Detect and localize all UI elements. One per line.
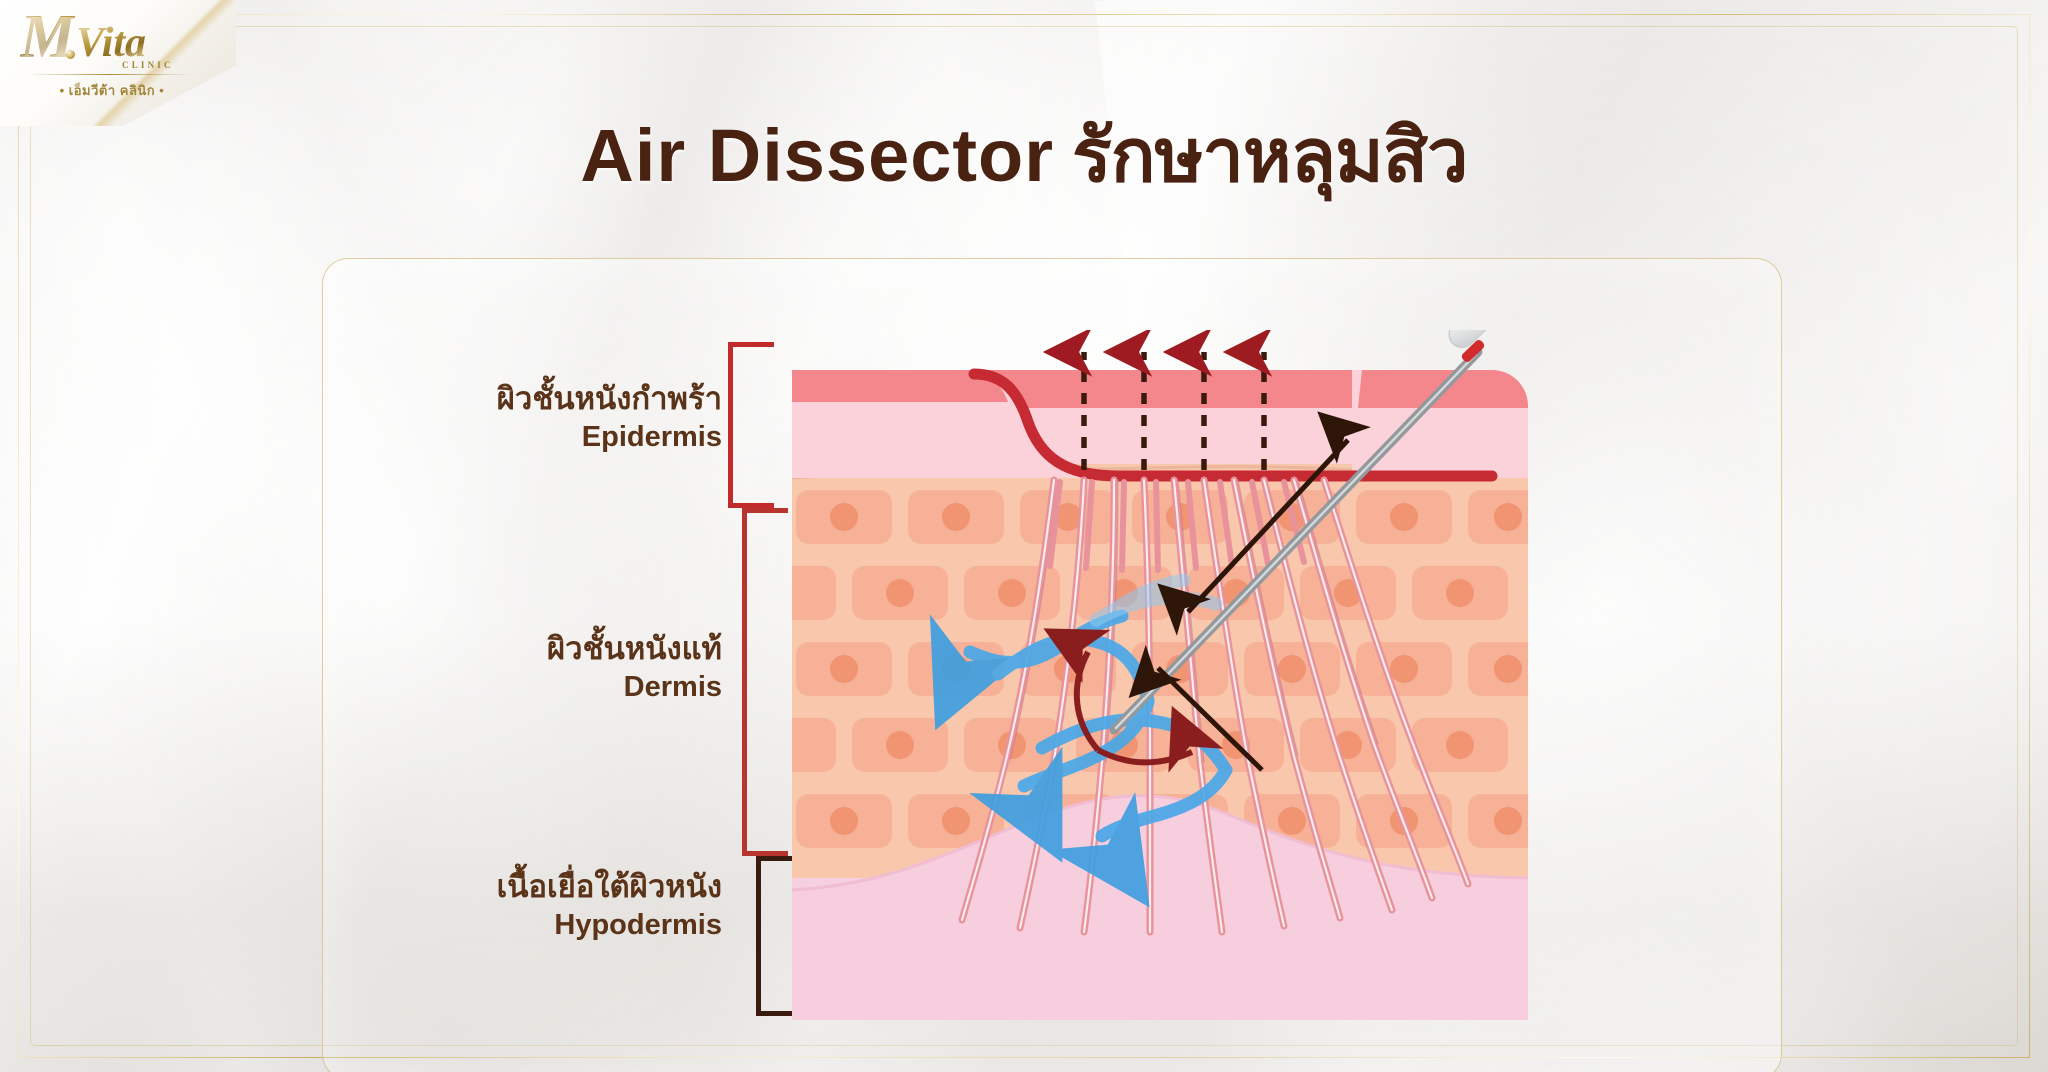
- bracket-hypodermis-top-tick: [756, 856, 802, 861]
- label-dermis-english: Dermis: [623, 670, 722, 703]
- bracket-epidermis-top-tick: [728, 342, 774, 347]
- logo-subtitle: CLINIC: [122, 60, 174, 70]
- release-arrow-right: [1096, 705, 1224, 773]
- brand-logo: M Vita CLINIC • เอ็มวีต้า คลินิก •: [14, 3, 204, 98]
- scar-outline: [968, 368, 1380, 482]
- airflow-wave-5: [1048, 763, 1233, 908]
- label-epidermis: ผิวชั้นหนังกำพร้า Epidermis: [496, 381, 722, 453]
- bracket-dermis-stem: [742, 508, 747, 856]
- release-arrow-group: [1043, 628, 1224, 773]
- bracket-hypodermis-stem: [756, 856, 761, 1016]
- label-hypodermis-thai: เนื้อเยื่อใต้ผิวหนัง: [496, 869, 722, 904]
- bracket-epidermis-stem: [728, 342, 733, 508]
- logo-gem-icon: [66, 50, 75, 59]
- bracket-dermis-bottom-tick: [742, 851, 788, 856]
- label-hypodermis: เนื้อเยื่อใต้ผิวหนัง Hypodermis: [496, 869, 722, 941]
- cannula-handle: [1448, 330, 1498, 349]
- label-dermis: ผิวชั้นหนังแท้ Dermis: [547, 631, 722, 703]
- dissection-direction-arrow: [1128, 644, 1264, 772]
- cannula-red-band: [1461, 340, 1485, 362]
- label-dermis-thai: ผิวชั้นหนังแท้: [547, 631, 722, 666]
- logo-monogram: M: [20, 3, 76, 71]
- bracket-epidermis-bottom-tick: [728, 503, 774, 508]
- airflow-wave-1: [929, 609, 1129, 731]
- depth-indicator-arrow: [1157, 411, 1371, 636]
- skin-cross-section-illustration: [792, 330, 1552, 1020]
- logo-divider: [28, 74, 192, 75]
- layer-label-group: ผิวชั้นหนังกำพร้า Epidermis ผิวชั้นหนังแ…: [392, 360, 722, 1010]
- bracket-dermis-top-tick: [742, 508, 788, 513]
- logo-thai-name: • เอ็มวีต้า คลินิก •: [59, 83, 165, 98]
- label-epidermis-thai: ผิวชั้นหนังกำพร้า: [496, 381, 722, 416]
- release-arrow-up: [1043, 628, 1111, 752]
- label-epidermis-english: Epidermis: [581, 420, 722, 453]
- label-hypodermis-english: Hypodermis: [554, 908, 722, 941]
- bracket-hypodermis-bottom-tick: [756, 1011, 802, 1016]
- gold-border-frame-inner: [30, 26, 2018, 1046]
- logo-wordmark: Vita: [76, 20, 147, 66]
- lift-arrow-group: [1042, 330, 1273, 470]
- page-title-thai: รักษาหลุมสิว: [1072, 114, 1469, 197]
- page-title-english: Air Dissector: [580, 114, 1055, 197]
